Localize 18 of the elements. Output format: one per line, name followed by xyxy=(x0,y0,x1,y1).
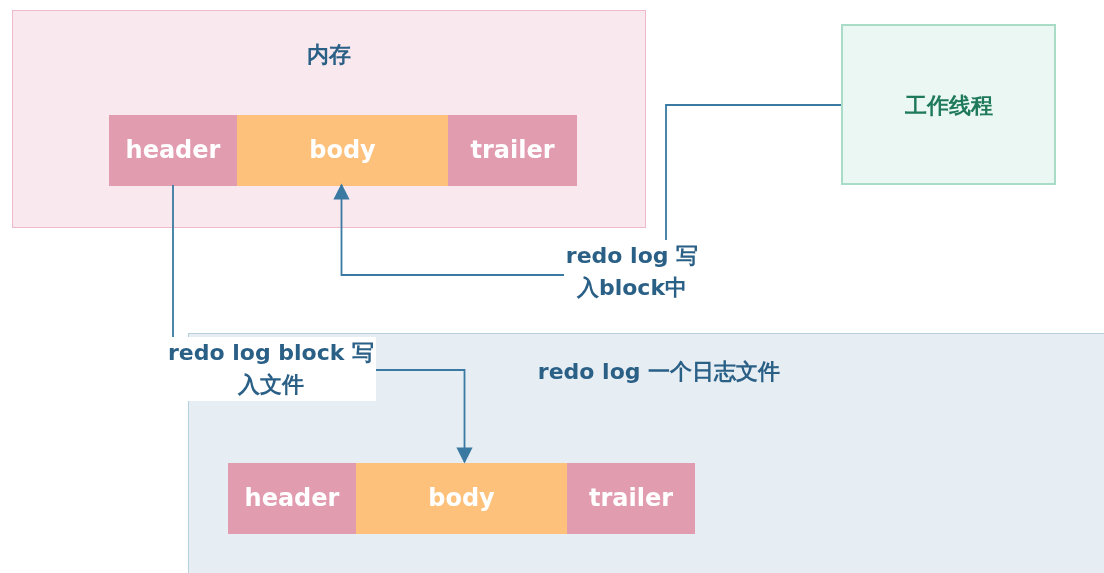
thread-box xyxy=(841,24,1056,185)
node-label: trailer xyxy=(469,135,556,166)
edge-label: redo log block 写入文件 xyxy=(166,337,376,401)
node-label: body xyxy=(308,135,377,166)
node-label: body xyxy=(427,483,496,514)
node-label: redo log 一个日志文件 xyxy=(536,358,782,386)
block-segment xyxy=(448,115,577,186)
node-label: trailer xyxy=(587,483,675,514)
node-label: 内存 xyxy=(306,41,352,69)
block-body-segment xyxy=(237,115,448,186)
block-segment xyxy=(109,115,237,186)
block-segment xyxy=(567,463,695,534)
block-body-segment xyxy=(356,463,567,534)
node-label: 工作线程 xyxy=(903,92,994,120)
block-segment xyxy=(228,463,356,534)
node-label: header xyxy=(243,483,341,514)
memory-panel xyxy=(12,10,646,228)
node-label: header xyxy=(124,135,222,166)
